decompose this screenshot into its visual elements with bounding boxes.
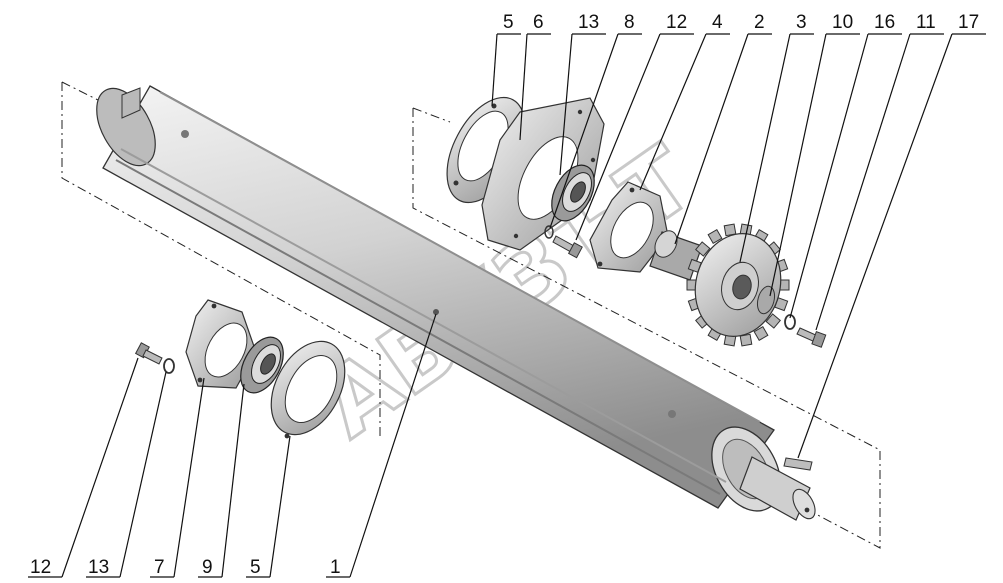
callout-label: 4	[712, 12, 723, 33]
callout-label: 5	[503, 12, 514, 33]
assembly-axis-lines	[61, 81, 881, 549]
bearing-part-13-top	[551, 164, 595, 222]
housing-part-7	[185, 299, 257, 389]
callout-label: 17	[958, 12, 979, 33]
callouts-top: 5 6 13 8 12 4 2 3 10 16 11 17	[491, 12, 986, 459]
washer-part-13-bottom	[163, 358, 175, 374]
key-part-17	[783, 457, 813, 471]
callout-label: 9	[202, 557, 213, 578]
callouts-bottom: 12 13 7 9 5 1	[28, 313, 437, 578]
drum-part-1	[96, 85, 816, 521]
callout-label: 6	[533, 12, 544, 33]
sprocket-tooth	[765, 313, 781, 329]
callout-label: 13	[578, 12, 599, 33]
callout-label: 12	[30, 557, 51, 578]
callout-label: 1	[330, 557, 341, 578]
washer-part-8-top	[544, 225, 554, 239]
callout-label: 10	[832, 12, 853, 33]
callout-label: 16	[874, 12, 895, 33]
bolt-part-11	[796, 327, 827, 348]
callout-label: 11	[916, 12, 936, 33]
housing-part-4-top	[589, 181, 669, 273]
washer-part-16	[784, 314, 796, 330]
callout-label: 2	[754, 12, 765, 33]
sprocket-part-3	[686, 223, 790, 347]
sprocket-tooth	[695, 241, 711, 257]
callout-label: 8	[624, 12, 635, 33]
bearing-part-9	[240, 336, 284, 394]
sprocket-tooth	[707, 228, 723, 245]
bolt-part-12-top	[552, 235, 583, 259]
ring-part-5-bottom	[270, 340, 346, 439]
callout-label: 3	[796, 12, 807, 33]
callout-label: 7	[154, 557, 165, 578]
sprocket-tooth	[753, 325, 769, 342]
callout-label: 12	[666, 12, 687, 33]
callout-label: 13	[88, 557, 109, 578]
bolt-part-12-bottom	[134, 342, 163, 365]
callout-label: 5	[250, 557, 261, 578]
